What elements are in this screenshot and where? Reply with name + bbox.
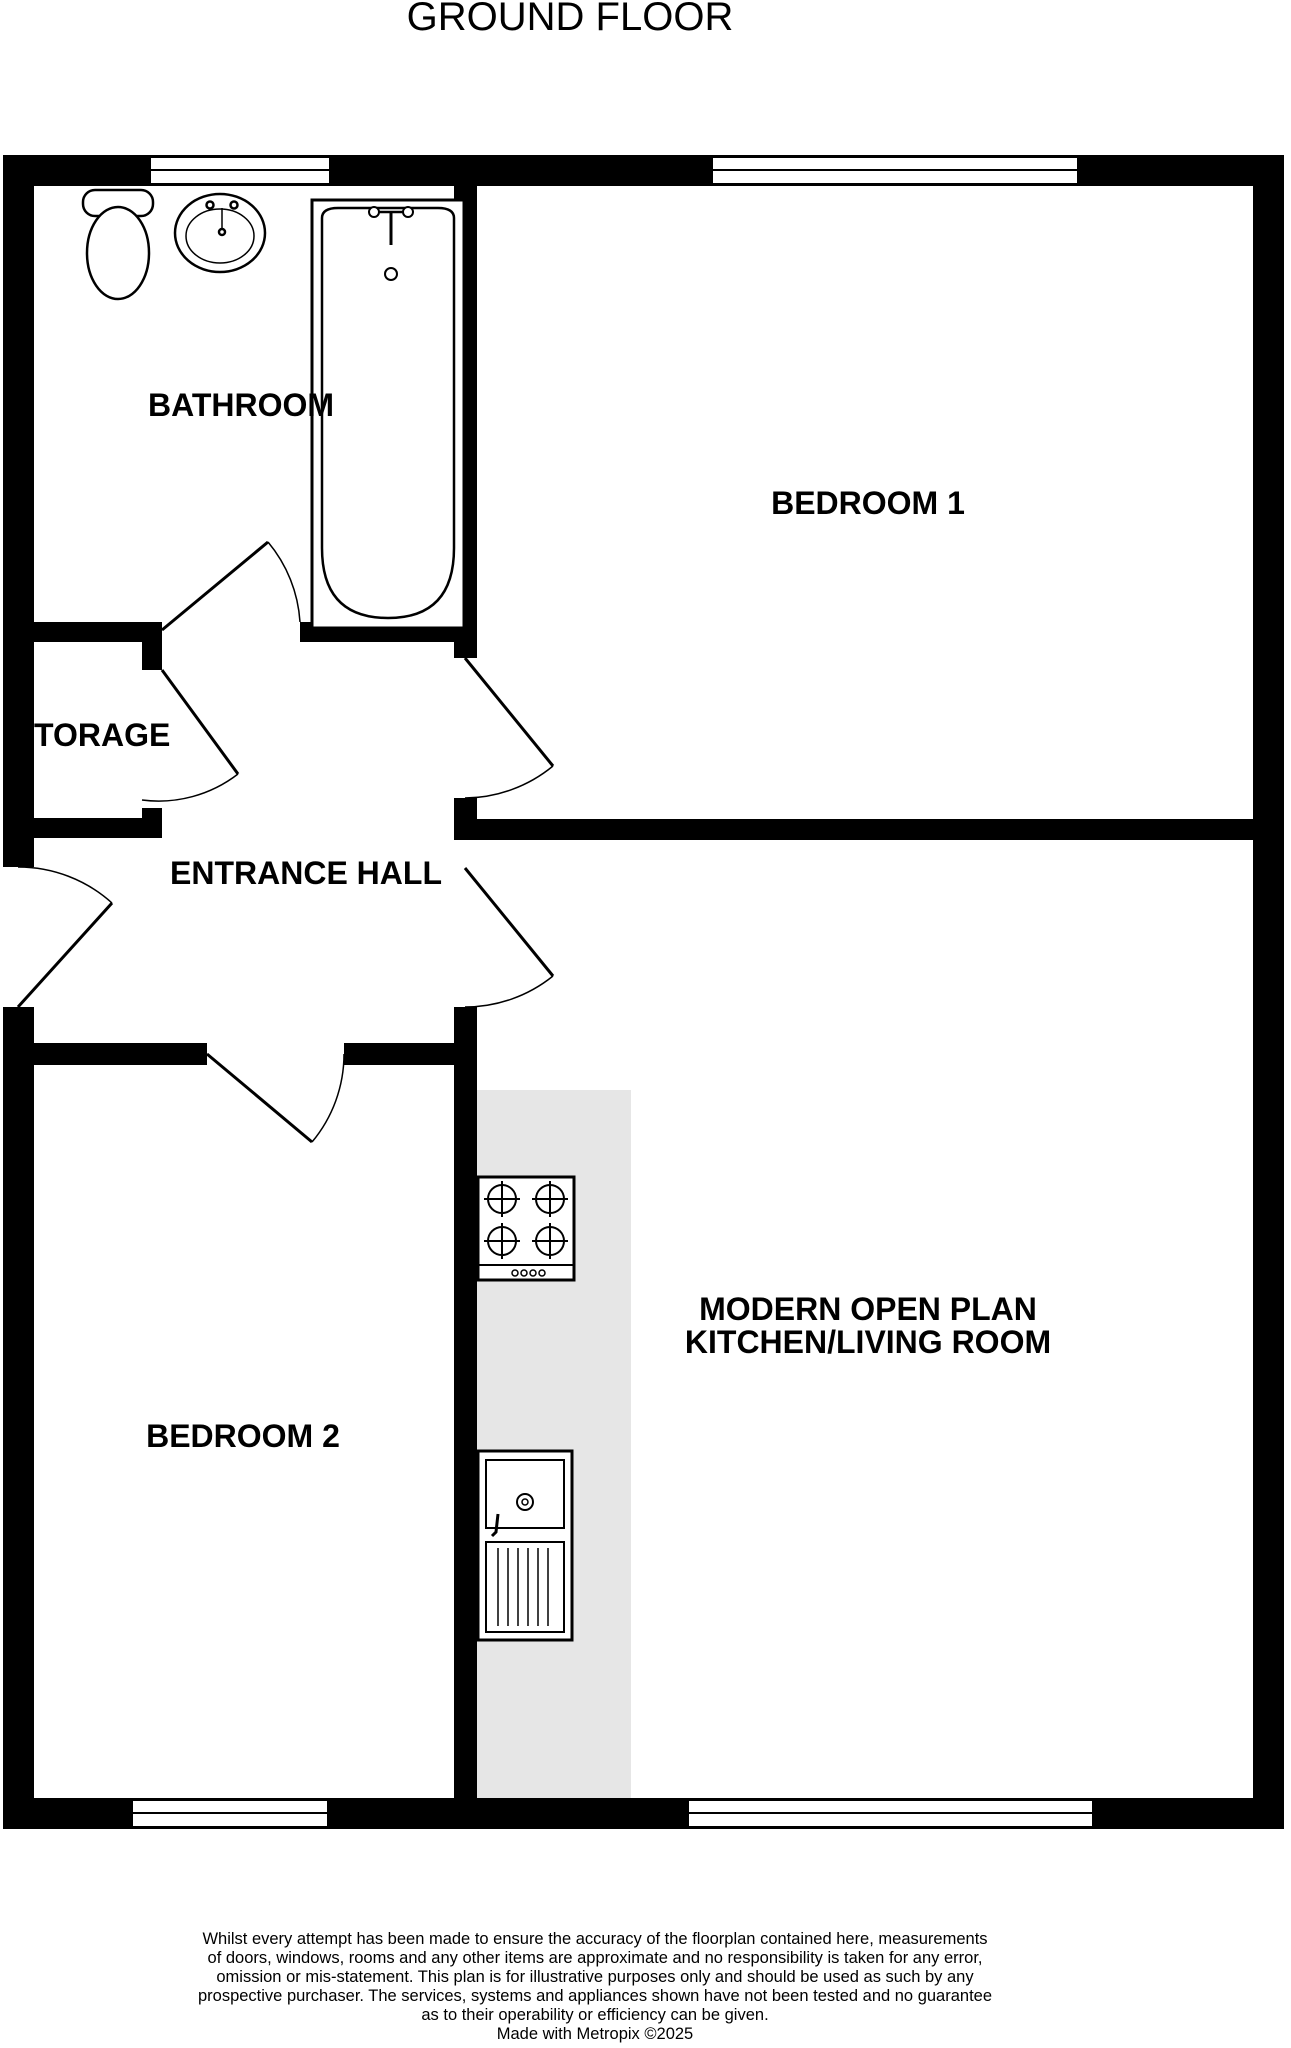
doors: [16, 540, 555, 1144]
room-label-kitchen-line1: MODERN OPEN PLAN: [699, 1291, 1037, 1327]
room-label-bathroom: BATHROOM: [148, 387, 334, 423]
disclaimer-text: Whilst every attempt has been made to en…: [120, 1930, 1070, 2044]
disclaimer-line: Whilst every attempt has been made to en…: [202, 1930, 988, 1948]
interior-walls: [34, 186, 1253, 1798]
disclaimer-line: of doors, windows, rooms and any other i…: [207, 1949, 983, 1967]
disclaimer-line: as to their operability or efficiency ca…: [421, 2006, 769, 2024]
room-label-bedroom2: BEDROOM 2: [146, 1418, 340, 1454]
disclaimer-credit: Made with Metropix ©2025: [496, 2025, 694, 2043]
windows: [131, 156, 1094, 1828]
basin-icon: [173, 192, 267, 274]
sink-icon: [476, 1449, 574, 1642]
room-label-storage: TORAGE: [34, 717, 170, 753]
hob-icon: [476, 1175, 576, 1282]
floor-title: GROUND FLOOR: [407, 0, 734, 39]
toilet-icon: [81, 188, 155, 301]
disclaimer-line: prospective purchaser. The services, sys…: [197, 1987, 993, 2005]
bath-icon: [310, 198, 466, 630]
room-label-kitchen-line2: KITCHEN/LIVING ROOM: [685, 1324, 1051, 1360]
disclaimer-line: omission or mis-statement. This plan is …: [216, 1968, 974, 1986]
room-label-entrance-hall: ENTRANCE HALL: [170, 855, 442, 891]
room-label-bedroom1: BEDROOM 1: [771, 485, 965, 521]
